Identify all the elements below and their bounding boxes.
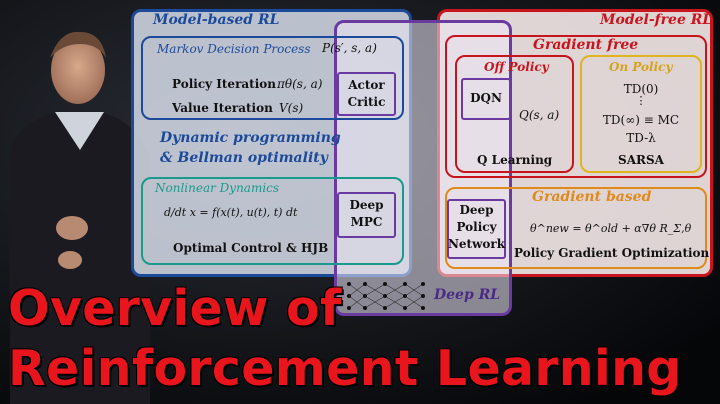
model-free-rl-title: Model-free RL	[600, 12, 713, 28]
off-policy-title: Off Policy	[484, 60, 549, 74]
deep-mpc-line2: MPC	[350, 215, 383, 229]
deep-policy-network-box	[447, 199, 506, 259]
presenter-figure	[10, 31, 150, 404]
gradient-based-box	[445, 187, 707, 269]
policy-update-rule: θ^new = θ^old + α∇θ R_Σ,θ	[530, 222, 692, 235]
td-lambda-label: TD-λ	[626, 131, 656, 145]
dpn-line1: Deep	[459, 203, 494, 217]
optimal-control-label: Optimal Control & HJB	[173, 241, 329, 255]
deep-mpc-line1: Deep	[349, 198, 384, 212]
policy-formula: πθ(s, a)	[277, 77, 323, 91]
td-infinity-label: TD(∞) ≡ MC	[602, 113, 680, 127]
nonlinear-dynamics-box	[141, 177, 404, 265]
ode-formula: d/dt x = f(x(t), u(t), t) dt	[164, 206, 298, 219]
dqn-label: DQN	[470, 91, 502, 105]
headline-line2: Reinforcement Learning	[8, 340, 682, 397]
deep-rl-title: Deep RL	[434, 287, 501, 303]
headline-line1: Overview of	[8, 280, 342, 337]
dqn-box	[461, 78, 511, 120]
deep-rl-panel	[334, 20, 512, 316]
actor-label: Actor	[348, 78, 385, 92]
policy-iteration-label: Policy Iteration	[172, 77, 276, 91]
dynamic-programming-label: Dynamic programming	[160, 130, 341, 146]
model-based-rl-title: Model-based RL	[153, 12, 280, 28]
gradient-free-box	[445, 35, 707, 178]
td0-label: TD(0)	[623, 82, 659, 96]
q-function: Q(s, a)	[519, 108, 560, 122]
mdp-title: Markov Decision Process	[157, 42, 311, 56]
transition-formula: P(s′, s, a)	[322, 41, 377, 55]
policy-gradient-label: Policy Gradient Optimization	[514, 246, 710, 260]
off-policy-box	[455, 55, 574, 173]
deep-mpc-box	[337, 192, 396, 238]
mdp-box	[141, 36, 404, 120]
value-iteration-label: Value Iteration	[172, 101, 273, 115]
neural-network-icon	[347, 282, 425, 310]
on-policy-title: On Policy	[609, 60, 673, 74]
on-policy-box	[580, 55, 702, 173]
q-learning-label: Q Learning	[477, 153, 553, 167]
critic-label: Critic	[347, 95, 386, 109]
sarsa-label: SARSA	[618, 153, 664, 167]
gradient-based-title: Gradient based	[532, 189, 652, 205]
bellman-optimality-label: & Bellman optimality	[160, 150, 328, 166]
nonlinear-dynamics-title: Nonlinear Dynamics	[155, 181, 280, 195]
vertical-dots: ⋮	[635, 94, 647, 107]
dpn-line3: Network	[447, 237, 506, 251]
gradient-free-title: Gradient free	[533, 37, 639, 53]
actor-critic-box	[337, 72, 396, 116]
value-formula: V(s)	[279, 101, 304, 115]
dpn-line2: Policy	[456, 220, 497, 234]
